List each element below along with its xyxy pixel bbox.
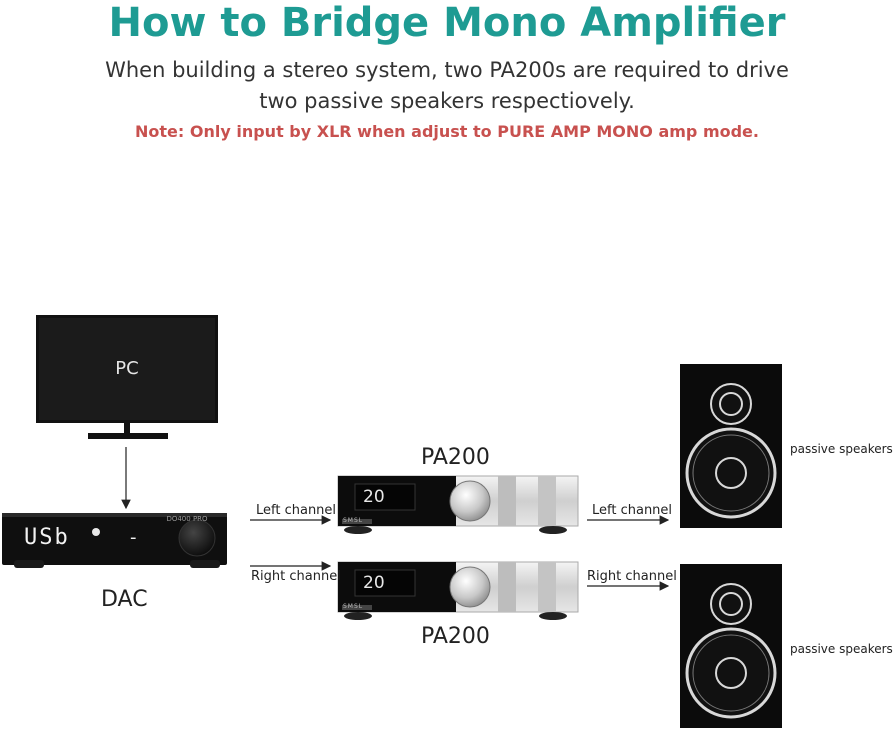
- pc-screen-label: PC: [115, 358, 139, 379]
- dac-foot: [14, 560, 44, 568]
- amp-1-foot: [539, 526, 567, 534]
- amp-2-display-text: 20: [363, 573, 385, 593]
- amp-2: [337, 561, 579, 620]
- dac-label: DAC: [101, 587, 148, 612]
- amp-1-brand: SMSL: [343, 517, 364, 524]
- amp-2-logo: [342, 605, 372, 610]
- dac-foot: [190, 560, 220, 568]
- speaker-1-label: passive speakers: [790, 442, 893, 456]
- speaker-2: [680, 564, 782, 728]
- monitor-screen: [39, 318, 215, 420]
- dac-volume-knob: [178, 519, 216, 557]
- note-text: Note: Only input by XLR when adjust to P…: [135, 122, 759, 141]
- subtitle-line-2: two passive speakers respectiovely.: [259, 89, 635, 113]
- amp-1-knob: [449, 480, 491, 522]
- amp-2-brand: SMSL: [343, 603, 364, 610]
- amp-1-logo: [342, 519, 372, 524]
- amp-1-display: [354, 483, 416, 511]
- dac-display-dash: -: [130, 527, 137, 548]
- dac-body: [2, 513, 227, 565]
- dac-device: [2, 513, 227, 568]
- monitor-neck: [124, 423, 130, 433]
- right-channel-out-label: Right channel: [587, 569, 677, 584]
- amp-2-foot: [344, 612, 372, 620]
- amp-2-display: [354, 569, 416, 597]
- dac-display-text: USb: [24, 525, 70, 550]
- left-channel-out-label: Left channel: [592, 503, 673, 518]
- subtitle-line-1: When building a stereo system, two PA200…: [105, 58, 789, 82]
- amp-2-label: PA200: [421, 624, 490, 649]
- amp-2-knob: [449, 566, 491, 608]
- speaker-2-label: passive speakers: [790, 642, 893, 656]
- left-channel-in-label: Left channel: [256, 503, 337, 518]
- right-channel-in-label: Right channel: [251, 569, 341, 584]
- amp-2-foot: [539, 612, 567, 620]
- dac-brand-text: DO400 PRO: [166, 515, 208, 523]
- monitor-base: [88, 433, 168, 439]
- speaker-1: [680, 364, 782, 528]
- pc-monitor: [36, 315, 218, 439]
- page-title: How to Bridge Mono Amplifier: [108, 0, 786, 46]
- dac-logo-icon: [92, 528, 100, 536]
- amp-1-foot: [344, 526, 372, 534]
- amp-1-label: PA200: [421, 445, 490, 470]
- amp-1-display-text: 20: [363, 487, 385, 507]
- amp-1: [337, 475, 579, 534]
